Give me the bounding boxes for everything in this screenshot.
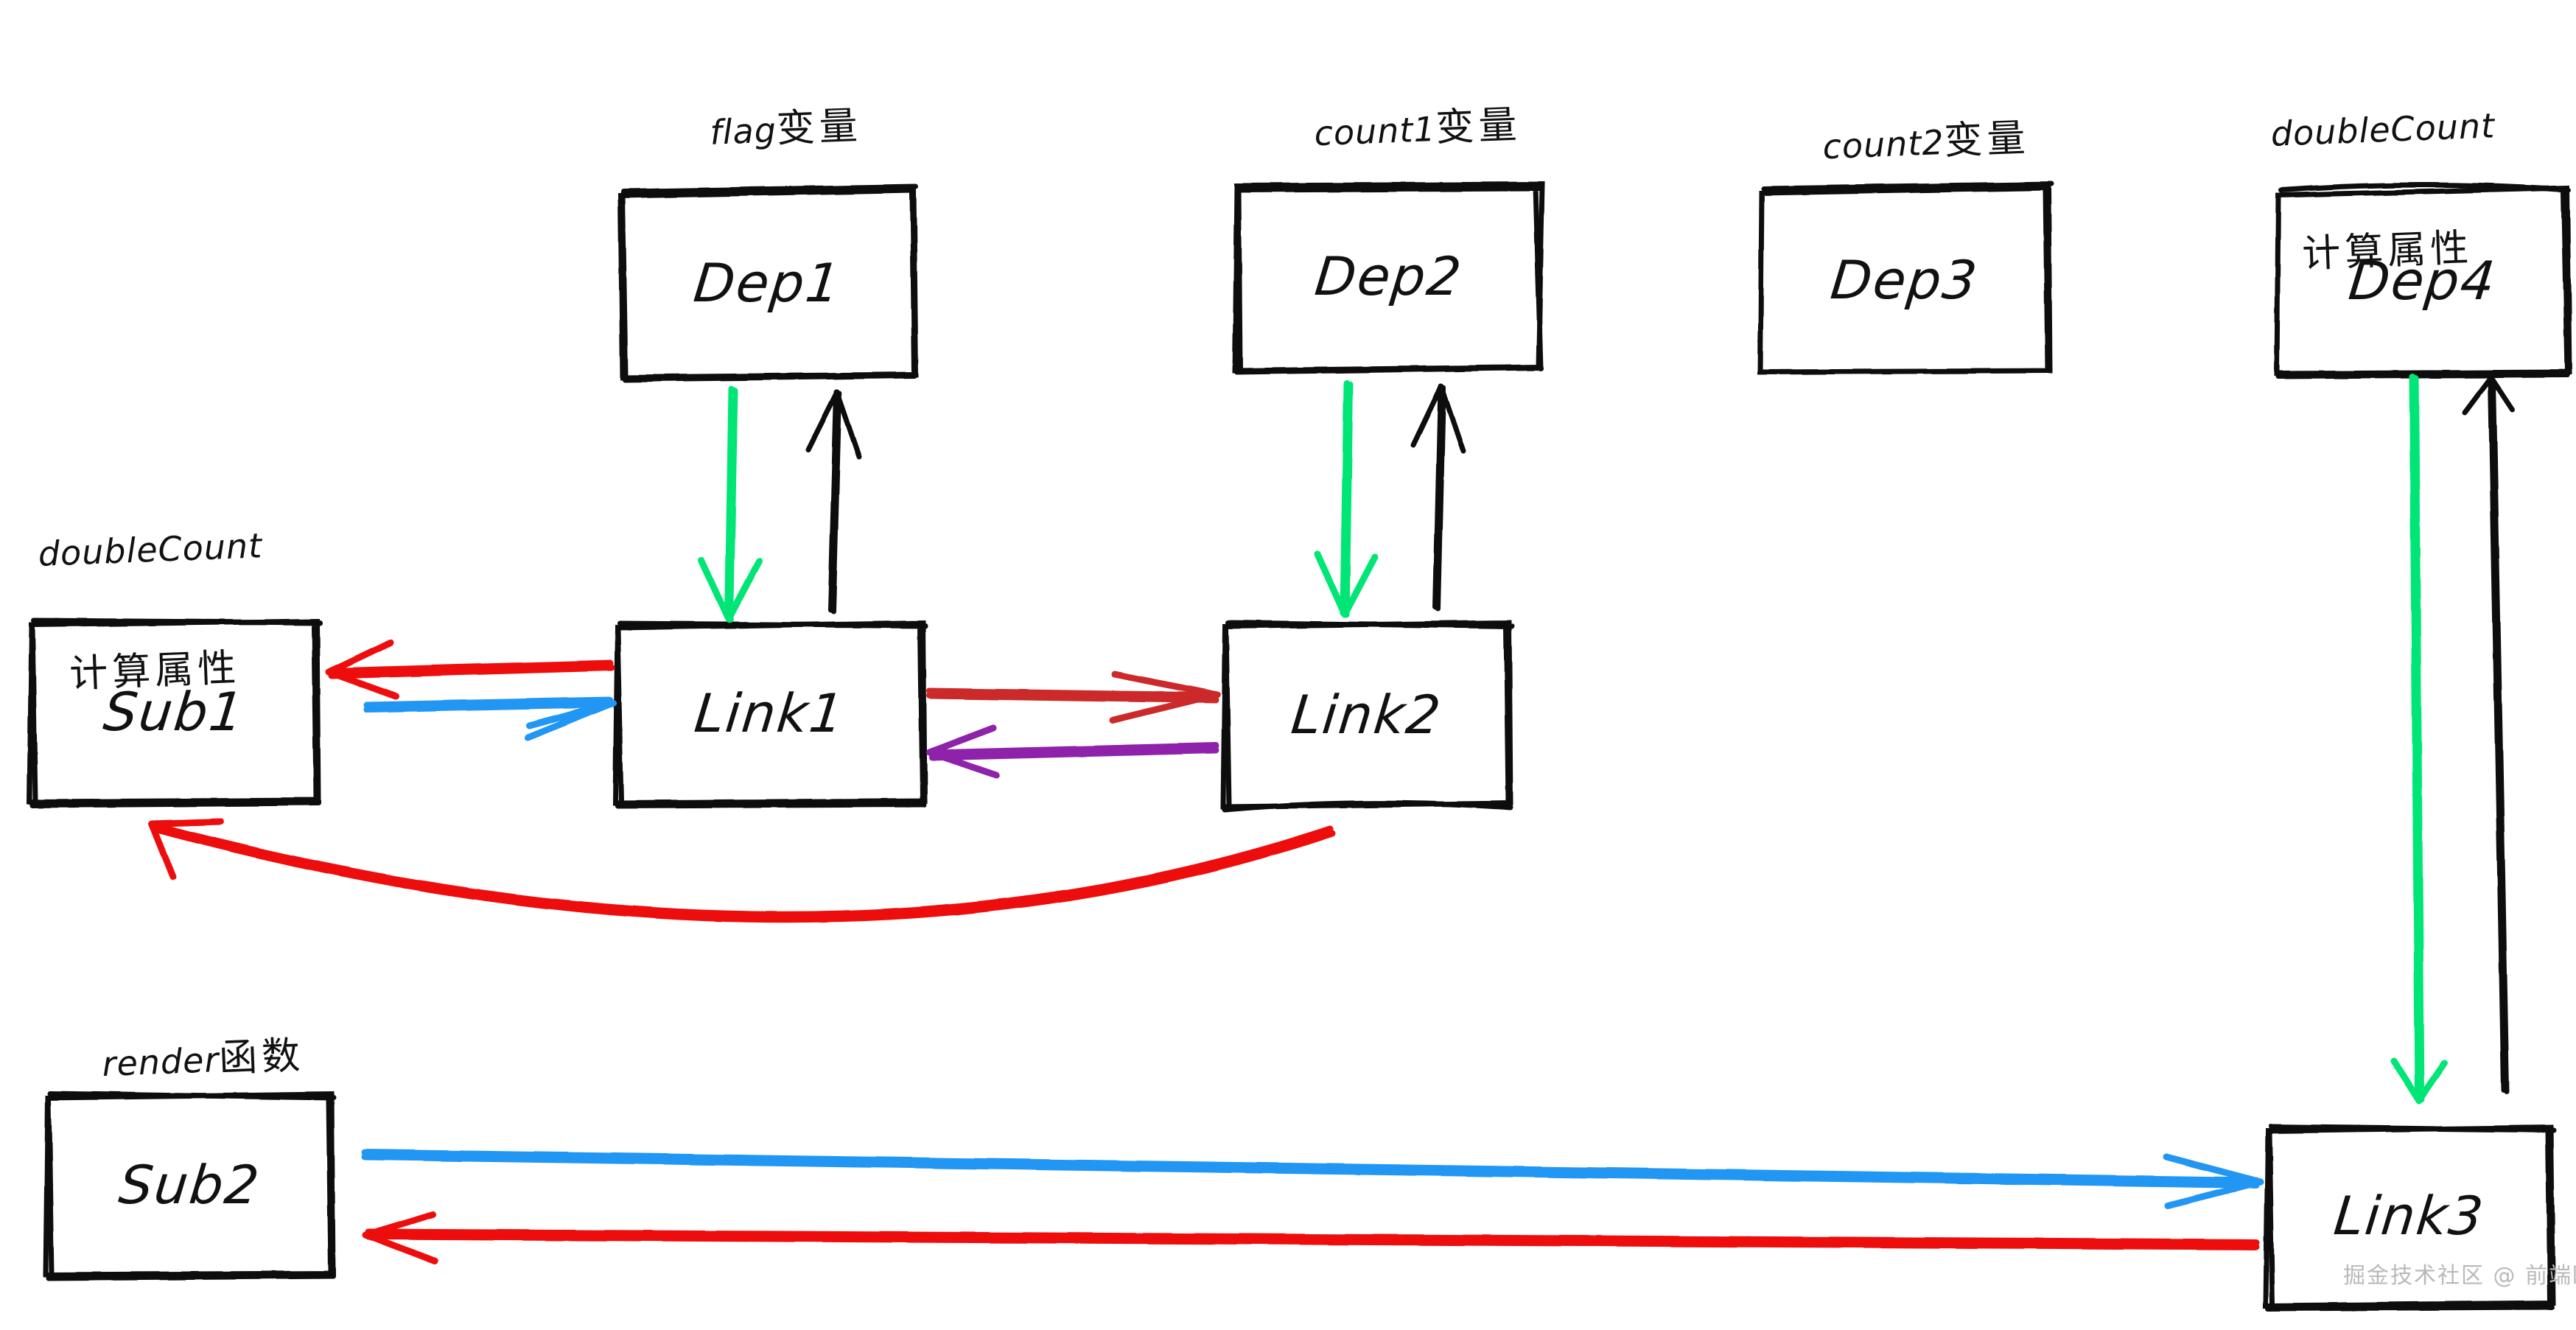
caption-count1-latin: count1 xyxy=(1313,109,1437,154)
watermark-text: 掘金技术社区 @ 前端欧阳 xyxy=(2343,1263,2576,1289)
edge-link3-dep4 xyxy=(2462,374,2516,1095)
edge-dep1-link1 xyxy=(698,385,763,623)
box-outline-dep2 xyxy=(1232,181,1545,375)
node-link2[interactable]: Link2 xyxy=(1223,623,1511,807)
node-link1[interactable]: Link1 xyxy=(615,623,925,803)
edge-link3-sub2 xyxy=(362,1211,2260,1265)
caption-dep4-latin: doubleCount xyxy=(2269,105,2496,154)
caption-flag-cjk: 变量 xyxy=(775,104,863,152)
edge-link1-dep1 xyxy=(805,389,862,615)
edge-dep4-link3 xyxy=(2390,374,2449,1105)
node-dep1[interactable]: Dep1 xyxy=(619,190,916,376)
node-dep3-label: Dep3 xyxy=(1827,249,1982,311)
edge-link2-sub1 xyxy=(148,818,1336,923)
caption-count1: count1变量 xyxy=(1269,63,1524,198)
caption-count2-cjk: 变量 xyxy=(1943,116,2031,164)
caption-sub2-cjk: 函数 xyxy=(218,1033,306,1082)
caption-sub2-latin: render xyxy=(101,1040,220,1085)
node-link2-label: Link2 xyxy=(1288,684,1446,746)
caption-sub1-latin: doubleCount xyxy=(37,525,264,574)
edge-sub1-link1 xyxy=(363,696,617,741)
box-outline-link3 xyxy=(2263,1124,2557,1312)
box-outline-sub2 xyxy=(43,1091,337,1281)
box-outline-dep3 xyxy=(1757,181,2054,375)
node-dep2[interactable]: Dep2 xyxy=(1234,184,1544,368)
node-sub1[interactable]: Sub1 xyxy=(29,621,318,802)
box-outline-dep4 xyxy=(2274,182,2572,379)
caption-count1-cjk: 变量 xyxy=(1435,102,1522,151)
box-outline-dep1 xyxy=(617,183,919,382)
node-sub1-label: Sub1 xyxy=(100,680,248,743)
node-dep4[interactable]: Dep4 xyxy=(2275,188,2569,374)
box-outline-link1 xyxy=(612,620,928,809)
edge-link2-link1 xyxy=(925,724,1219,779)
edge-dep2-link2 xyxy=(1314,379,1379,618)
edge-link2-dep2 xyxy=(1410,383,1466,612)
node-link3-label: Link3 xyxy=(2331,1185,2488,1247)
edge-sub2-link3 xyxy=(361,1149,2264,1209)
caption-flag: flag变量 xyxy=(665,64,864,197)
caption-count2-latin: count2 xyxy=(1821,122,1945,167)
node-dep2-label: Dep2 xyxy=(1312,245,1466,307)
box-outline-sub1 xyxy=(27,617,323,808)
node-dep3[interactable]: Dep3 xyxy=(1760,188,2050,372)
caption-flag-latin: flag xyxy=(709,110,777,153)
node-sub2[interactable]: Sub2 xyxy=(46,1094,333,1275)
edge-link1-link2 xyxy=(926,671,1221,724)
node-dep4-label: Dep4 xyxy=(2345,250,2499,312)
node-dep1-label: Dep1 xyxy=(690,252,844,314)
node-link1-label: Link1 xyxy=(691,682,849,744)
box-outline-link2 xyxy=(1220,620,1515,813)
edge-link1-sub1 xyxy=(325,639,615,700)
node-sub2-label: Sub2 xyxy=(116,1153,263,1216)
